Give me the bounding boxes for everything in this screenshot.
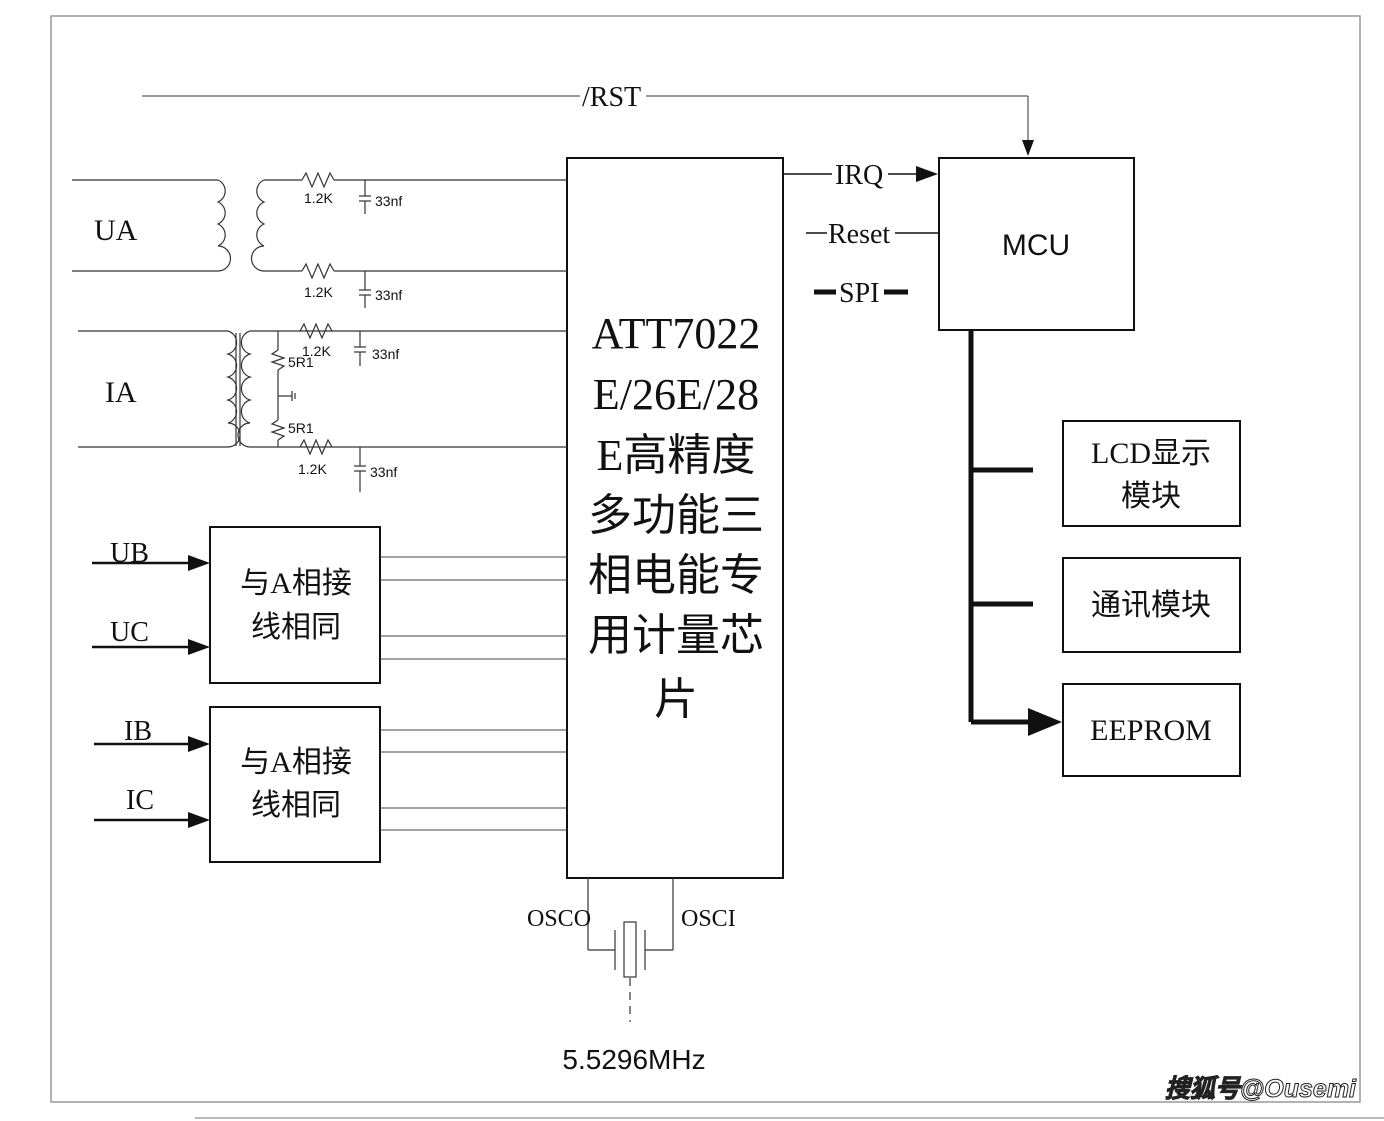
- chip-line-2: E/26E/28: [593, 370, 759, 419]
- ua-transformer: [72, 171, 567, 308]
- ib-label: IB: [124, 716, 152, 747]
- lcd-label-1: LCD显示: [1091, 437, 1211, 470]
- crystal-oscillator: [587, 878, 674, 1022]
- chip-line-4: 多功能三: [588, 491, 764, 540]
- chip-line-7: 片: [654, 675, 698, 724]
- chip-line-6: 用计量芯: [588, 611, 764, 660]
- ua-cap-top-label: 33nf: [375, 193, 402, 209]
- ua-cap-bottom-label: 33nf: [375, 287, 402, 303]
- ia-cap-bottom-label: 33nf: [370, 464, 397, 480]
- chip-line-1: ATT7022: [592, 309, 761, 358]
- lcd-block: [1062, 420, 1241, 527]
- rst-label: /RST: [582, 82, 641, 113]
- ia-resistor-bottom-label: 1.2K: [298, 461, 327, 477]
- ub-uc-block-line-1: 与A相接: [240, 567, 352, 600]
- chip-line-3: E高精度: [597, 431, 756, 480]
- ub-uc-block: [209, 526, 381, 684]
- reset-label: Reset: [828, 219, 890, 250]
- eeprom-label: EEPROM: [1090, 714, 1212, 747]
- lcd-label-2: 模块: [1121, 480, 1181, 513]
- outer-frame: [50, 15, 1361, 1103]
- ib-ic-block: [209, 706, 381, 863]
- crystal-frequency-label: 5.5296MHz: [562, 1044, 705, 1075]
- ub-uc-block-line-2: 线相同: [251, 611, 341, 644]
- ua-resistor-top-label: 1.2K: [304, 190, 333, 206]
- uc-label: UC: [110, 617, 149, 648]
- ub-uc-signal-lines: [380, 556, 567, 660]
- ia-label: IA: [105, 376, 137, 409]
- ib-ic-block-line-2: 线相同: [251, 789, 341, 822]
- watermark: 搜狐号@Ousemi: [1164, 1075, 1356, 1104]
- osco-label: OSCO: [527, 906, 591, 932]
- uc-arrow: [92, 639, 210, 655]
- ib-ic-signal-lines: [380, 729, 567, 831]
- mcu-bus: [968, 330, 1062, 736]
- ub-arrow: [92, 555, 210, 571]
- ic-arrow: [94, 812, 210, 828]
- chip-label: ATT7022 E/26E/28 E高精度 多功能三 相电能专 用计量芯 片: [588, 309, 764, 724]
- eeprom-block: [1062, 683, 1241, 777]
- osci-label: OSCI: [681, 906, 736, 932]
- ib-arrow: [94, 736, 210, 752]
- mcu-label: MCU: [1002, 229, 1070, 262]
- ic-label: IC: [126, 785, 154, 816]
- ua-resistor-bottom-label: 1.2K: [304, 284, 333, 300]
- ia-shunt-top-label: 5R1: [288, 354, 314, 370]
- ib-ic-block-line-1: 与A相接: [240, 746, 352, 779]
- ub-label: UB: [110, 538, 149, 569]
- chip-line-5: 相电能专: [588, 551, 764, 600]
- ia-shunt-bottom-label: 5R1: [288, 420, 314, 436]
- rst-line: [142, 95, 1034, 156]
- chip-block: [566, 157, 784, 879]
- mcu-block: [938, 157, 1135, 331]
- comm-label: 通讯模块: [1091, 589, 1211, 622]
- ia-resistor-top-label: 1.2K: [302, 343, 331, 359]
- ia-cap-top-label: 33nf: [372, 346, 399, 362]
- irq-arrow: [916, 166, 938, 182]
- comm-block: [1062, 557, 1241, 653]
- ia-transformer: [78, 322, 567, 492]
- irq-label: IRQ: [835, 160, 883, 191]
- spi-label: SPI: [839, 278, 879, 309]
- ua-label: UA: [94, 214, 138, 247]
